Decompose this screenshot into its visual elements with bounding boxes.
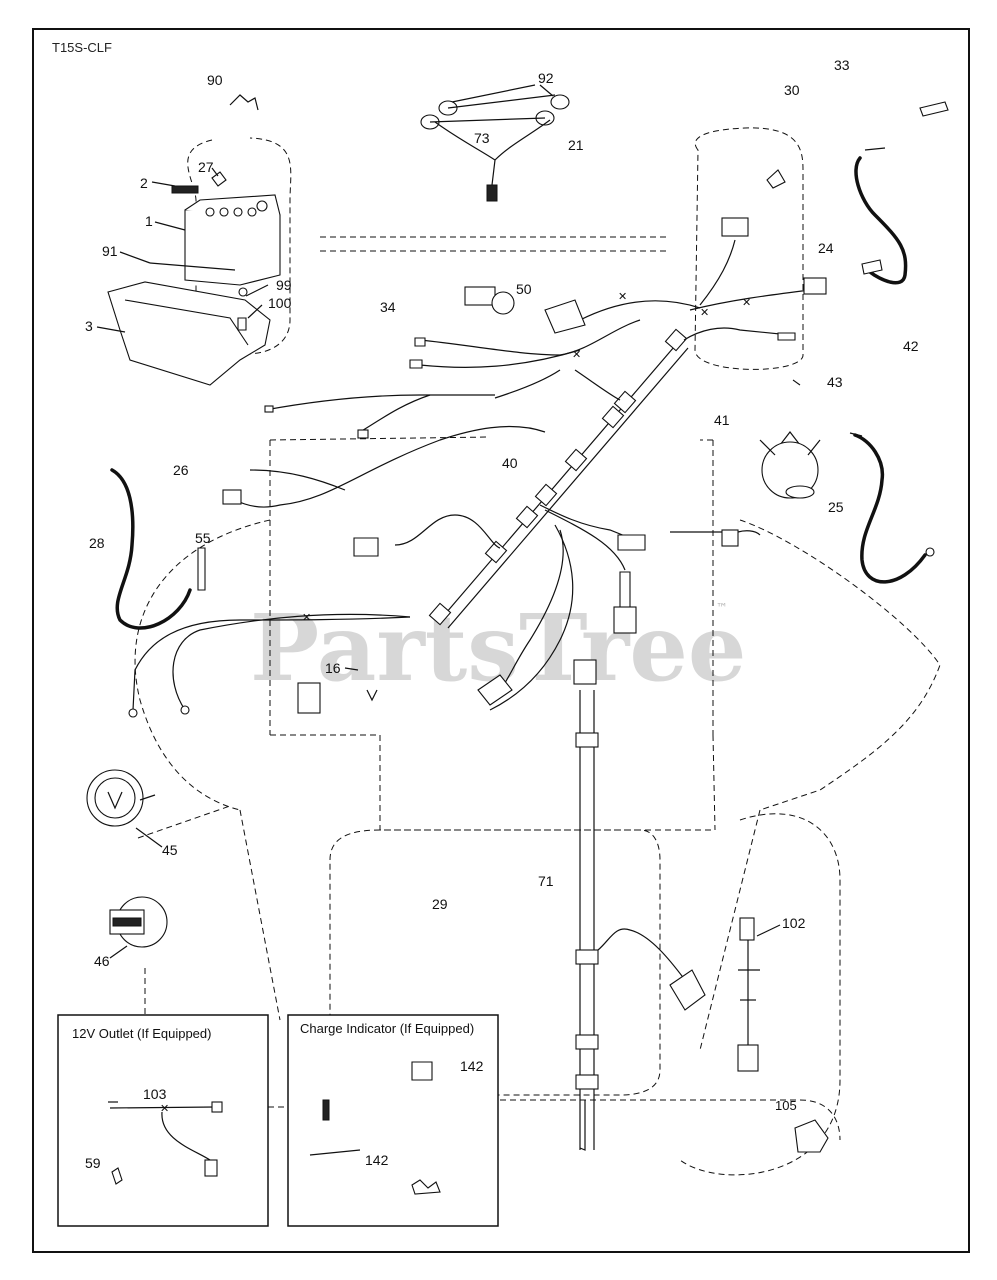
cable-28: [110, 468, 192, 630]
callout-100: 100: [268, 295, 292, 311]
inset-12v-outlet: 12V Outlet (If Equipped) ✕: [57, 1014, 269, 1227]
part-102: [737, 917, 760, 1072]
callout-43: 43: [827, 374, 843, 390]
callout-26: 26: [173, 462, 189, 478]
callout-3: 3: [85, 318, 93, 334]
diagram-frame: [32, 28, 970, 1253]
light-harness: [420, 94, 570, 202]
svg-text:✕: ✕: [160, 1102, 169, 1115]
callout-2: 2: [140, 175, 148, 191]
svg-text:✕: ✕: [302, 611, 311, 624]
callout-90: 90: [207, 72, 223, 88]
callout-99: 99: [276, 277, 292, 293]
callout-73: 73: [474, 130, 490, 146]
callout-91: 91: [102, 243, 118, 259]
callout-102: 102: [782, 915, 806, 931]
callout-21: 21: [568, 137, 584, 153]
callout-24: 24: [818, 240, 834, 256]
gauge-45: [86, 769, 156, 827]
part-105: [794, 1119, 829, 1153]
callout-34: 34: [380, 299, 396, 315]
callout-92: 92: [538, 70, 554, 86]
svg-text:✕: ✕: [572, 348, 581, 361]
connectors: [128, 101, 949, 718]
inset-charge-title: Charge Indicator (If Equipped): [300, 1021, 474, 1036]
callout-28: 28: [89, 535, 105, 551]
svg-text:✕: ✕: [618, 290, 627, 303]
callout-59: 59: [85, 1155, 101, 1171]
callout-46: 46: [94, 953, 110, 969]
battery-assembly: [107, 171, 281, 386]
svg-text:✕: ✕: [700, 306, 709, 319]
part-90-bracket: [229, 94, 259, 111]
callouts: 90 92 33 30 27 2 73 21 1 91 99 100 3 24 …: [85, 57, 919, 1171]
callout-50: 50: [516, 281, 532, 297]
callout-29: 29: [432, 896, 448, 912]
callout-45: 45: [162, 842, 178, 858]
cable-25: [853, 433, 927, 584]
callout-30: 30: [784, 82, 800, 98]
inset-outlet-title: 12V Outlet (If Equipped): [72, 1026, 211, 1041]
callout-42: 42: [903, 338, 919, 354]
main-harness-40: ✕ ✕ ✕ ✕ ✕: [132, 239, 811, 711]
callout-142a: 142: [460, 1058, 484, 1074]
callout-41: 41: [714, 412, 730, 428]
cable-33: [854, 156, 908, 285]
svg-text:✕: ✕: [742, 296, 751, 309]
callout-33: 33: [834, 57, 850, 73]
inset-charge-indicator: Charge Indicator (If Equipped): [287, 1014, 499, 1227]
callout-71: 71: [538, 873, 554, 889]
hour-meter-46: [109, 896, 168, 948]
svg-text:™: ™: [716, 601, 728, 615]
callout-55: 55: [195, 530, 211, 546]
callout-1: 1: [145, 213, 153, 229]
harness-71: [575, 690, 706, 1151]
leader-lines: [96, 84, 781, 959]
callout-142b: 142: [365, 1152, 389, 1168]
callout-25: 25: [828, 499, 844, 515]
callout-40: 40: [502, 455, 518, 471]
diagram-code: T15S-CLF: [52, 40, 112, 55]
tractor-outline: [134, 127, 941, 1176]
callout-27: 27: [198, 159, 214, 175]
callout-16: 16: [325, 660, 341, 676]
part-41-cluster: [759, 431, 821, 499]
callout-103: 103: [143, 1086, 167, 1102]
callout-105: 105: [775, 1098, 797, 1113]
